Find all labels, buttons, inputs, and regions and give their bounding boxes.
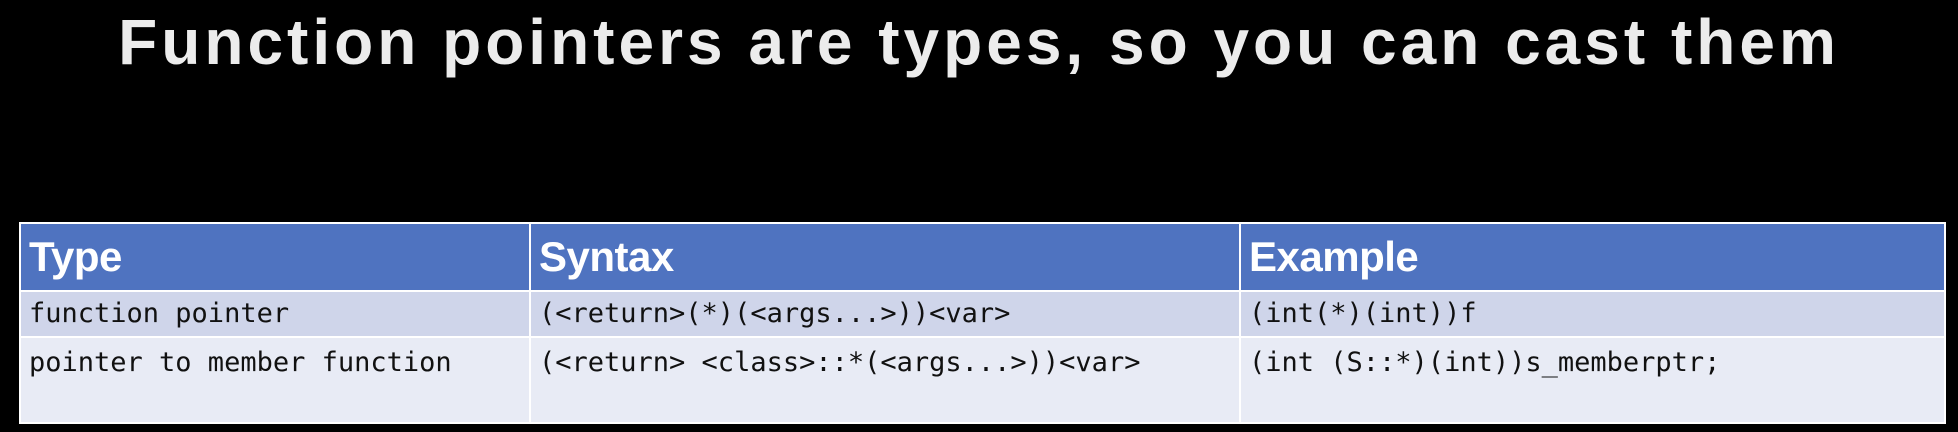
cell-syntax: (<return>(*)(<args...>))<var> [529,290,1241,338]
slide-title: Function pointers are types, so you can … [118,6,1840,78]
cell-example: (int(*)(int))f [1239,290,1946,338]
header-example: Example [1239,222,1946,292]
cell-syntax: (<return> <class>::*(<args...>))<var> [529,336,1241,424]
header-syntax: Syntax [529,222,1241,292]
cell-type: pointer to member function [19,336,531,424]
cell-example: (int (S::*)(int))s_memberptr; [1239,336,1946,424]
header-type: Type [19,222,531,292]
table-header-row: Type Syntax Example [19,222,1946,292]
table-row: function pointer (<return>(*)(<args...>)… [19,290,1946,338]
table-row: pointer to member function (<return> <cl… [19,336,1946,424]
cell-type: function pointer [19,290,531,338]
syntax-table: Type Syntax Example function pointer (<r… [19,222,1946,424]
